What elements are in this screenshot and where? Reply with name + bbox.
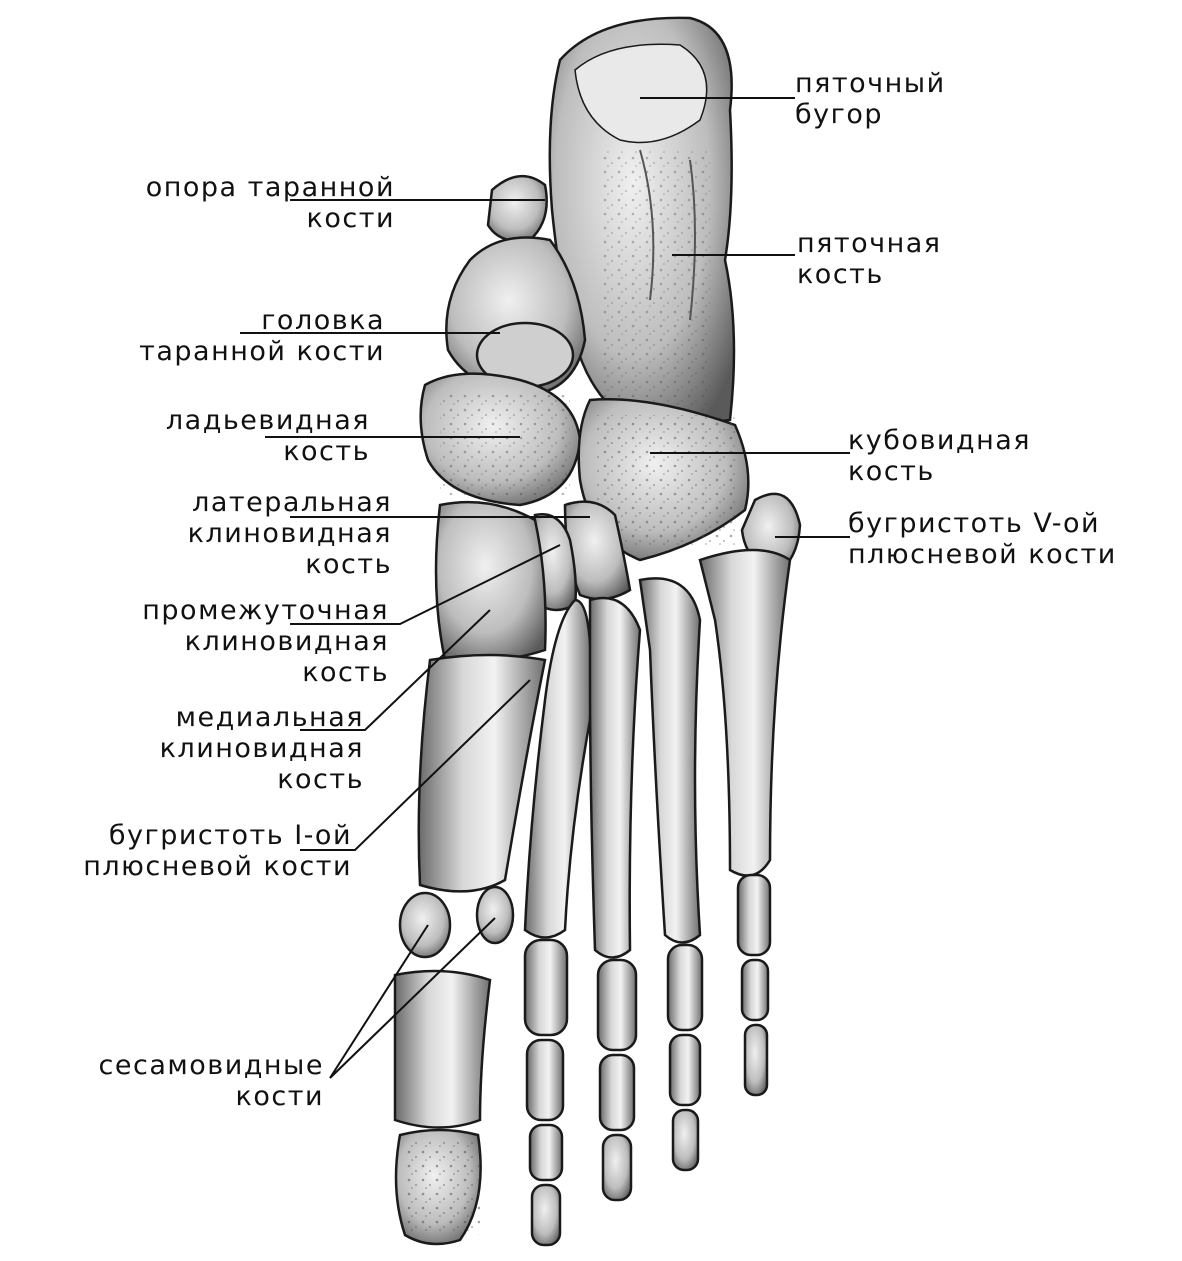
metatarsal-5 xyxy=(700,550,790,876)
sustentaculum-tali-bone xyxy=(488,176,547,241)
toe-3-phalanx-1 xyxy=(598,960,636,1050)
toe-2-phalanx-1 xyxy=(525,940,567,1035)
toe-3-phalanx-2 xyxy=(600,1055,634,1130)
metatarsal-4 xyxy=(640,578,700,942)
toe-2-phalanx-4 xyxy=(532,1185,560,1245)
metatarsal-1 xyxy=(419,655,545,891)
metatarsal-3 xyxy=(590,598,640,958)
toe-2-phalanx-2 xyxy=(527,1040,563,1120)
toe-5-phalanx-3 xyxy=(745,1025,767,1095)
toe-3-phalanx-3 xyxy=(603,1135,631,1200)
sesamoid-bone-lateral xyxy=(477,887,513,943)
toe-4-phalanx-3 xyxy=(673,1110,698,1170)
toe-4-phalanx-2 xyxy=(670,1035,700,1105)
sesamoid-bone-medial xyxy=(400,893,450,957)
hallux-proximal-phalanx xyxy=(395,971,490,1128)
medial-cuneiform-bone xyxy=(436,502,546,661)
bones xyxy=(395,18,800,1245)
toe-2-phalanx-3 xyxy=(530,1125,562,1180)
toe-5-phalanx-2 xyxy=(742,960,768,1020)
toe-4-phalanx-1 xyxy=(668,945,702,1030)
toe-5-phalanx-1 xyxy=(738,875,770,955)
